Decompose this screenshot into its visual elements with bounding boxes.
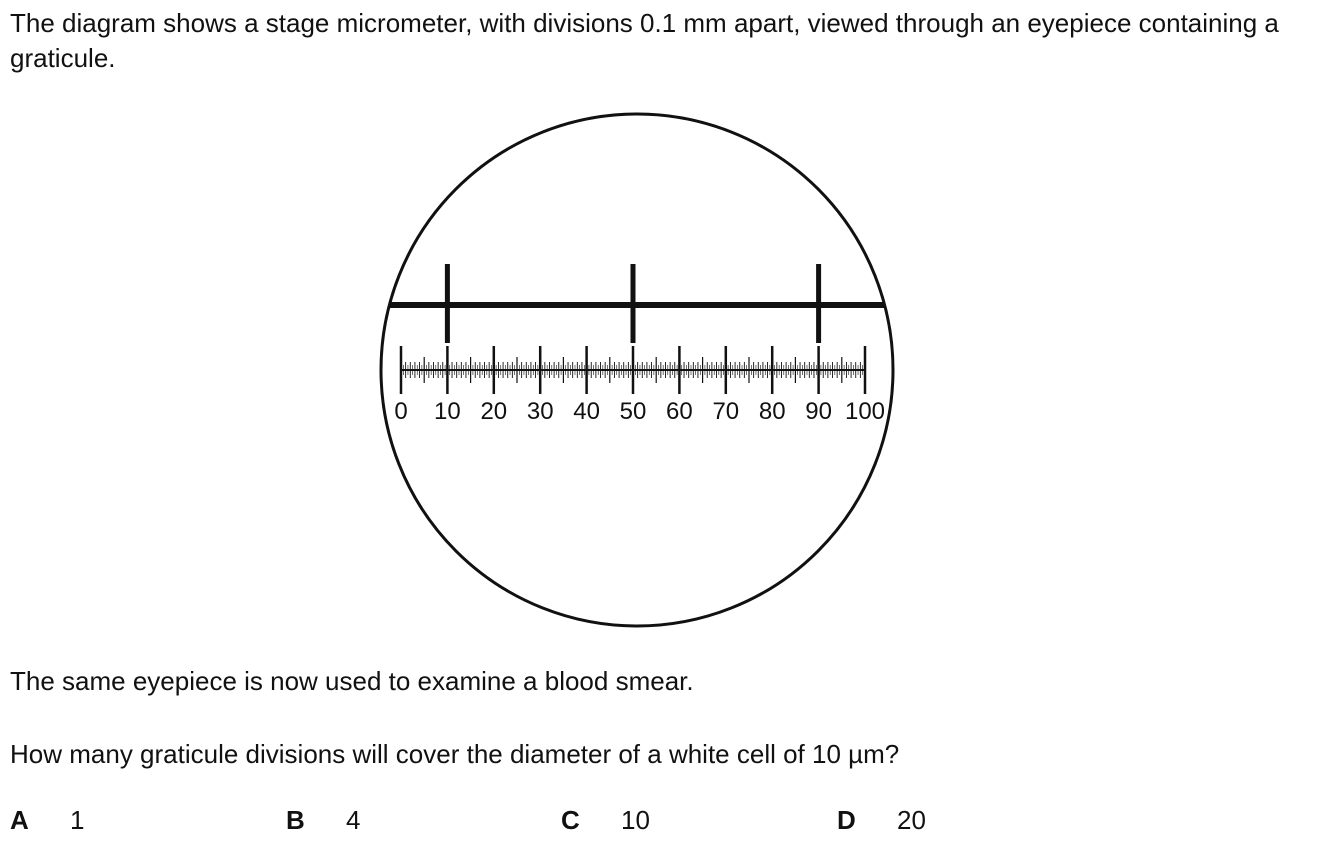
followup-statement: The same eyepiece is now used to examine…: [10, 666, 694, 696]
stage-micrometer: [399, 346, 867, 394]
question-intro: The diagram shows a stage micrometer, wi…: [10, 8, 1279, 73]
micrometer-scale-labels: 0 10 20 30 40 50 60 70 80 90 100: [394, 398, 885, 425]
micrometer-scale-label: 30: [527, 398, 554, 425]
option-a-letter: A: [10, 805, 29, 835]
option-c-value: 10: [621, 805, 650, 835]
option-a-value: 1: [70, 805, 85, 835]
micrometer-scale-label: 20: [480, 398, 507, 425]
micrometer-scale-label: 10: [434, 398, 461, 425]
option-c[interactable]: C 10: [561, 802, 650, 838]
micrometer-scale-label: 90: [805, 398, 832, 425]
eyepiece-field-circle: [379, 112, 895, 628]
option-b-letter: B: [286, 805, 305, 835]
micrometer-scale-label: 80: [759, 398, 786, 425]
eyepiece-graticule: [382, 264, 892, 343]
option-b-value: 4: [346, 805, 361, 835]
micrometer-scale-label: 100: [845, 398, 885, 425]
micrometer-scale-label: 0: [394, 398, 407, 425]
micrometer-scale-label: 70: [712, 398, 739, 425]
option-d-value: 20: [897, 805, 926, 835]
option-d-letter: D: [837, 805, 856, 835]
micrometer-scale-label: 50: [620, 398, 647, 425]
option-c-letter: C: [561, 805, 580, 835]
question-text: How many graticule divisions will cover …: [10, 739, 900, 769]
option-d[interactable]: D 20: [837, 802, 926, 838]
micrometer-scale-label: 40: [573, 398, 600, 425]
micrometer-scale-label: 60: [666, 398, 693, 425]
